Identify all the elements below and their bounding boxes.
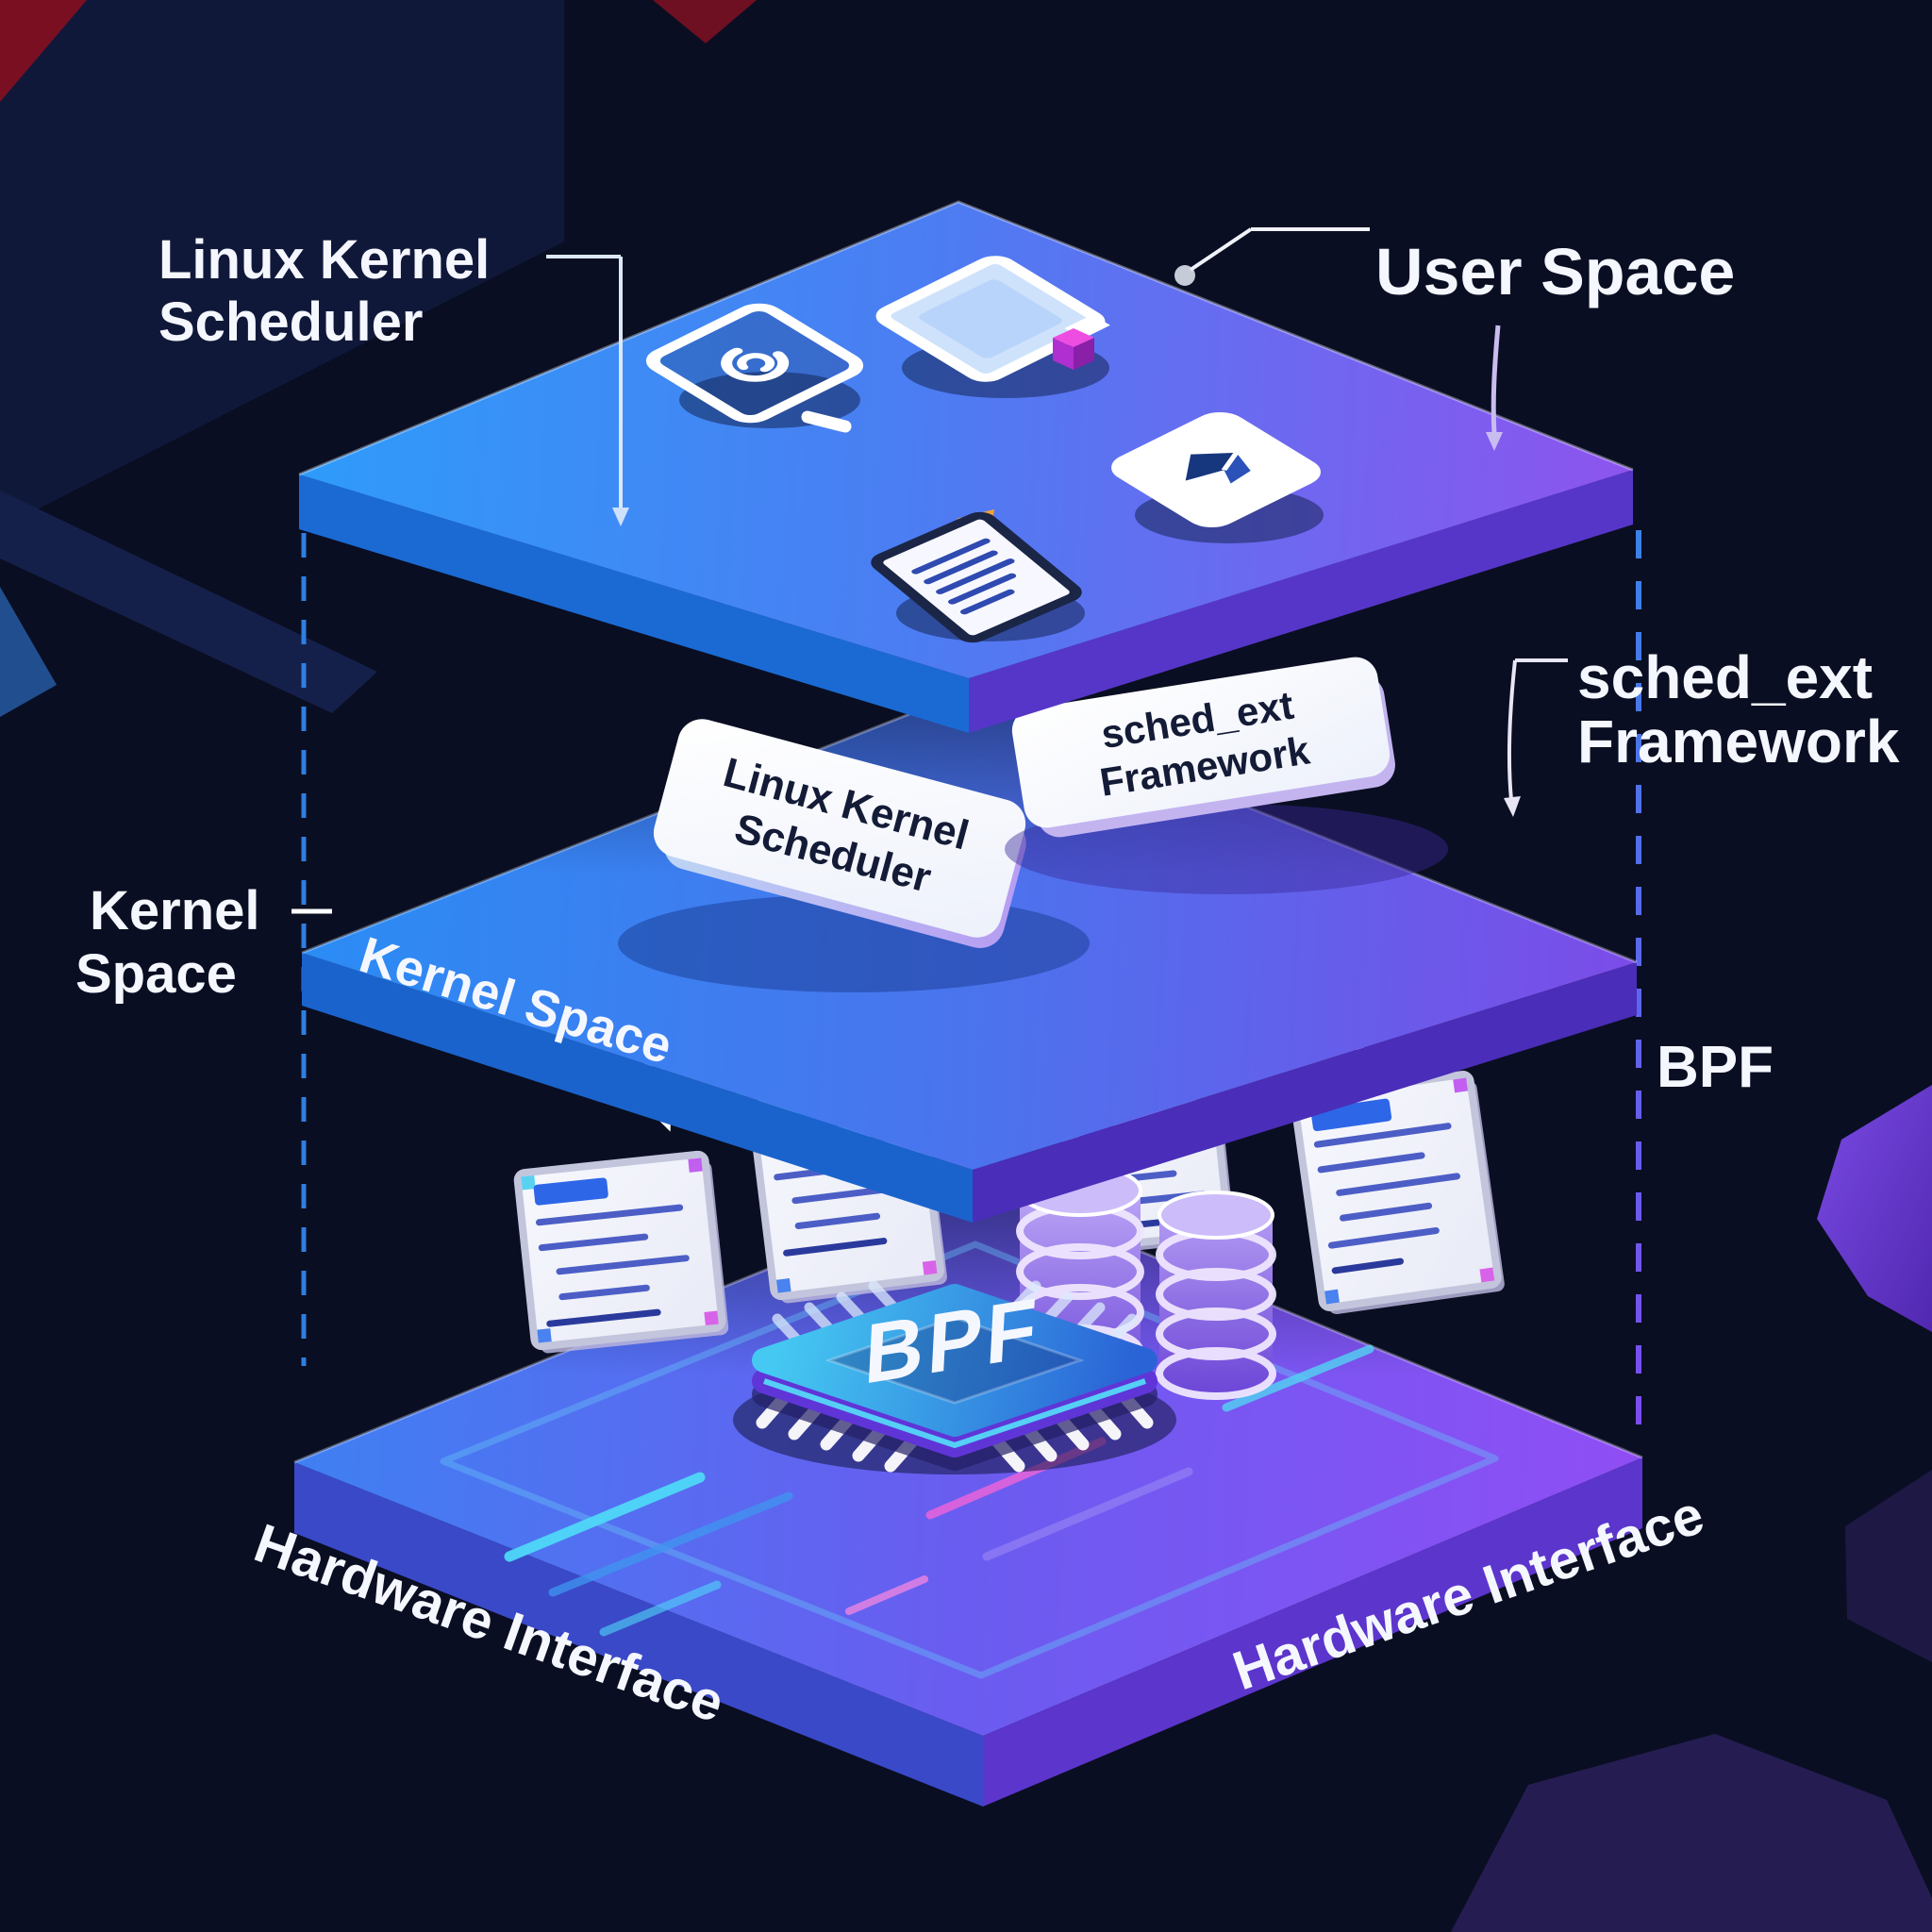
terminal-icon — [645, 303, 864, 433]
background-triangle-shape — [0, 587, 57, 717]
chip-inner-face — [824, 1316, 1085, 1405]
sched-ext-framework-label-line1: sched_ext — [1577, 643, 1873, 711]
monitor-icon — [875, 256, 1110, 398]
linux-kernel-scheduler-label-line1: Linux Kernel — [158, 229, 490, 291]
user-space-label-connector — [1189, 227, 1370, 272]
kernel-layer-left-face — [302, 953, 973, 1223]
top-red-shape — [653, 0, 757, 43]
corner-red-shape — [0, 0, 87, 102]
right-dark-hexagon-shape — [1845, 1470, 1932, 1662]
background-cube-shape — [0, 0, 564, 528]
linux-kernel-scheduler-label-line2: Scheduler — [158, 291, 423, 353]
kernel-layer-right-face — [973, 962, 1637, 1223]
sched-ext-framework-label-line2: Framework — [1577, 708, 1900, 775]
user-layer-edge-highlight — [298, 200, 1634, 476]
code-card-icon — [513, 1150, 729, 1354]
app-icon — [1111, 411, 1324, 543]
bpf-chip-icon: BPF — [733, 1279, 1176, 1474]
label-connectors — [291, 227, 1568, 914]
chip-rim-glow — [763, 1378, 1146, 1449]
right-hexagon-shape — [1817, 1085, 1932, 1332]
user-space-layer — [298, 200, 1634, 733]
user-layer-top-face — [299, 202, 1633, 678]
scheduler-label-connector — [546, 255, 623, 509]
sched-ext-arrowhead-icon — [1504, 796, 1521, 817]
user-space-down-arrow — [1491, 325, 1501, 435]
user-layer-left-face — [299, 475, 969, 733]
magenta-cube-icon — [1053, 328, 1094, 370]
pcb-inset-outline — [440, 1241, 1499, 1679]
user-space-label: User Space — [1375, 235, 1735, 308]
user-layer-right-face — [969, 470, 1633, 733]
chip-top-face — [752, 1284, 1158, 1437]
kernel-space-label-line1: Kernel — [90, 880, 260, 941]
kernel-space-label-line2: Space — [75, 943, 237, 1005]
circuit-traces — [504, 1344, 1374, 1637]
user-space-connector-dot — [1174, 265, 1195, 286]
document-icon — [871, 508, 1085, 643]
sched-ext-label-connector — [1507, 658, 1568, 801]
database-stack-icon — [1156, 1191, 1276, 1400]
bottom-right-hexagon-shape — [1451, 1734, 1932, 1932]
bpf-label: BPF — [1657, 1035, 1774, 1100]
hardware-layer-right-face — [983, 1457, 1642, 1807]
sched-ext-box: sched_ext Framework — [1005, 657, 1448, 894]
background-stripe-shape — [0, 491, 377, 713]
user-space-arrowhead-icon — [1486, 432, 1503, 451]
hardware-layer-left-face — [294, 1462, 983, 1807]
scheduler-connector-arrowhead-icon — [612, 508, 629, 526]
